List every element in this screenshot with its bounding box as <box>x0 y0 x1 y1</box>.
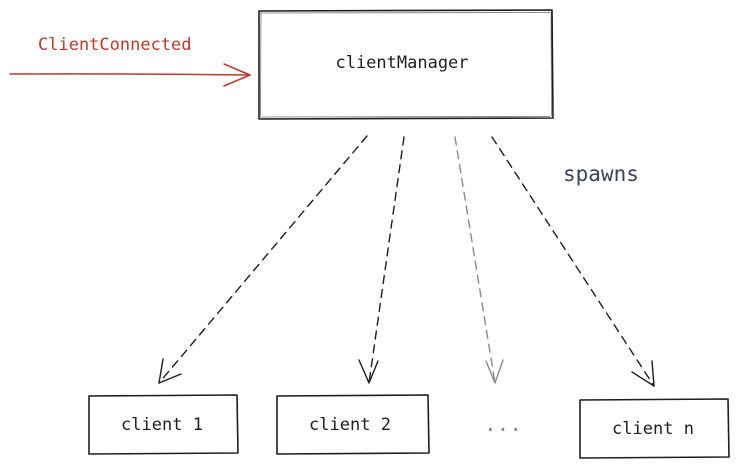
client-node-1: client 1 <box>88 394 239 455</box>
manager-box <box>258 9 554 120</box>
spawn-arrow-ellipsis <box>454 136 496 384</box>
incoming-event-label: ClientConnected <box>38 35 192 55</box>
client-label-n: client n <box>612 419 694 439</box>
client-label-1: client 1 <box>121 415 203 435</box>
client-box-2 <box>276 394 430 455</box>
spawn-arrow-client-1 <box>158 135 368 384</box>
client-node-n: client n <box>579 398 730 459</box>
spawn-arrow-client-n <box>491 136 655 387</box>
manager-node: clientManager <box>258 9 554 120</box>
manager-box-sketch <box>259 11 552 118</box>
manager-label: clientManager <box>335 53 468 73</box>
relation-label: spawns <box>563 162 639 186</box>
client-box-1 <box>88 394 239 455</box>
incoming-event-arrow-head <box>223 63 251 87</box>
client-node-2: client 2 <box>276 394 430 455</box>
spawn-arrow-client-2 <box>368 136 405 384</box>
spawn-arrow-head-client-n <box>631 360 655 387</box>
spawn-arrows <box>158 135 655 387</box>
client-box-n <box>579 398 730 459</box>
incoming-event: ClientConnected <box>9 35 251 87</box>
spawn-arrow-head-ellipsis <box>485 359 504 384</box>
spawn-arrow-head-client-1 <box>158 358 182 384</box>
client-label-2: client 2 <box>309 415 391 435</box>
incoming-event-arrow-shaft <box>9 73 251 76</box>
spawn-arrow-head-client-2 <box>358 359 379 384</box>
ellipsis-label: ... <box>484 412 522 436</box>
